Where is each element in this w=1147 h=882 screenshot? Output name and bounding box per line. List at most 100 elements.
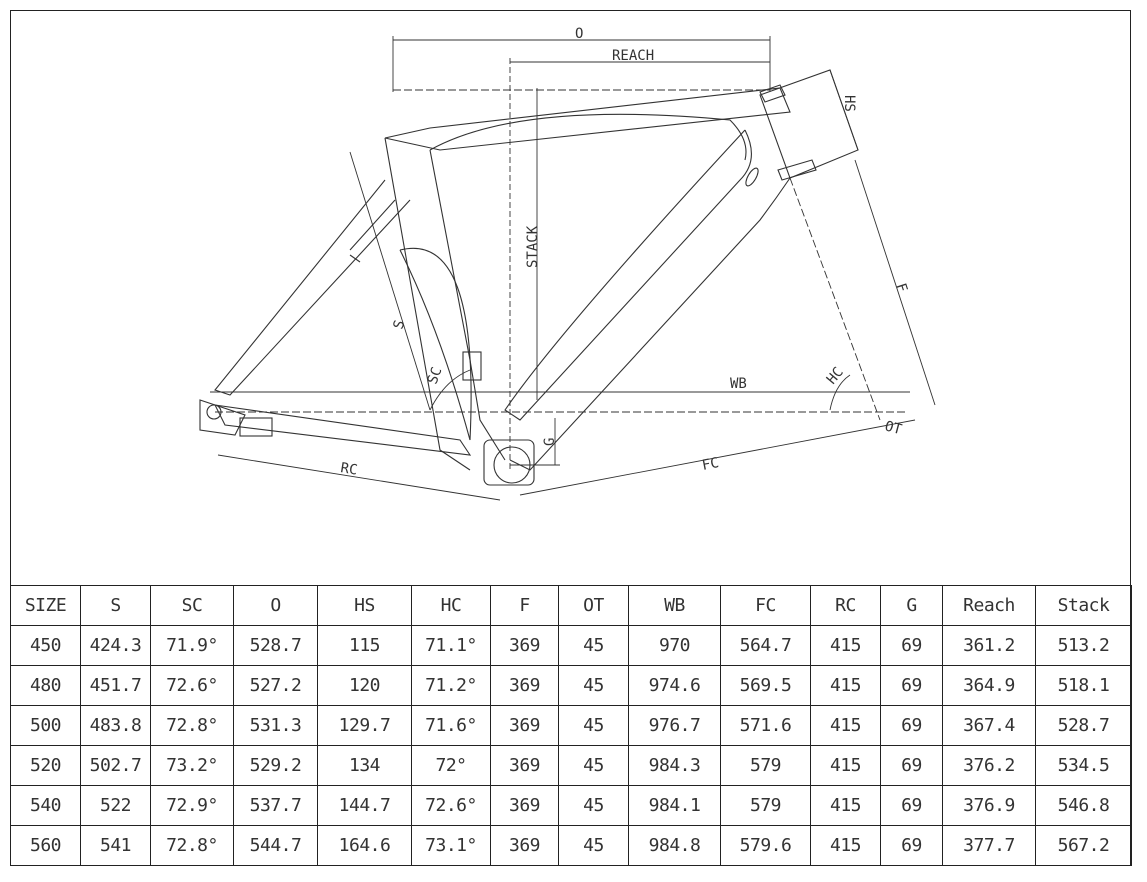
cell-reach: 376.2: [942, 745, 1036, 786]
cell-stack: 513.2: [1035, 625, 1132, 666]
cell-sc: 72.6°: [150, 665, 234, 706]
cell-fc: 569.5: [720, 665, 811, 706]
cell-hc: 72°: [411, 745, 491, 786]
cell-stack: 546.8: [1035, 785, 1132, 826]
cell-f: 369: [490, 665, 559, 706]
cell-size: 520: [10, 745, 81, 786]
label-wb: WB: [730, 376, 747, 392]
cell-g: 69: [880, 745, 943, 786]
cell-o: 531.3: [233, 705, 318, 746]
cell-f: 369: [490, 625, 559, 666]
cell-s: 483.8: [80, 705, 151, 746]
cell-g: 69: [880, 785, 943, 826]
cell-f: 369: [490, 785, 559, 826]
cell-wb: 984.3: [628, 745, 721, 786]
label-g: G: [542, 438, 558, 446]
cell-fc: 579: [720, 745, 811, 786]
column-header-s: S: [80, 585, 151, 626]
cell-g: 69: [880, 705, 943, 746]
cell-sc: 72.8°: [150, 825, 234, 866]
cell-fc: 571.6: [720, 705, 811, 746]
cell-rc: 415: [810, 785, 881, 826]
label-reach: REACH: [612, 48, 654, 64]
cell-f: 369: [490, 705, 559, 746]
column-header-o: O: [233, 585, 318, 626]
cell-o: 537.7: [233, 785, 318, 826]
column-header-wb: WB: [628, 585, 721, 626]
cell-stack: 518.1: [1035, 665, 1132, 706]
cell-reach: 377.7: [942, 825, 1036, 866]
cell-g: 69: [880, 625, 943, 666]
column-header-size: SIZE: [10, 585, 81, 626]
label-s: S: [391, 318, 409, 331]
dimension-lines: [210, 36, 936, 501]
column-header-ot: OT: [558, 585, 629, 626]
cell-stack: 567.2: [1035, 825, 1132, 866]
cell-hc: 72.6°: [411, 785, 491, 826]
cell-o: 527.2: [233, 665, 318, 706]
cell-s: 522: [80, 785, 151, 826]
column-header-fc: FC: [720, 585, 811, 626]
cell-ot: 45: [558, 745, 629, 786]
cell-wb: 970: [628, 625, 721, 666]
column-header-sc: SC: [150, 585, 234, 626]
cell-rc: 415: [810, 745, 881, 786]
cell-size: 450: [10, 625, 81, 666]
cell-sc: 72.8°: [150, 705, 234, 746]
dimension-labels: O REACH HS STACK F S SC WB HC G OT RC FC: [339, 26, 910, 479]
cell-rc: 415: [810, 625, 881, 666]
label-sc: SC: [425, 365, 446, 386]
cell-ot: 45: [558, 665, 629, 706]
cell-s: 451.7: [80, 665, 151, 706]
cell-hc: 71.6°: [411, 705, 491, 746]
cell-fc: 579.6: [720, 825, 811, 866]
cell-s: 502.7: [80, 745, 151, 786]
column-header-f: F: [490, 585, 559, 626]
cell-sc: 72.9°: [150, 785, 234, 826]
cell-hc: 71.2°: [411, 665, 491, 706]
cell-ot: 45: [558, 825, 629, 866]
cell-ot: 45: [558, 785, 629, 826]
cell-rc: 415: [810, 665, 881, 706]
cell-s: 541: [80, 825, 151, 866]
cell-hs: 164.6: [317, 825, 412, 866]
cell-hs: 144.7: [317, 785, 412, 826]
column-header-hs: HS: [317, 585, 412, 626]
cell-o: 544.7: [233, 825, 318, 866]
cell-reach: 364.9: [942, 665, 1036, 706]
frame-geometry-diagram: O REACH HS STACK F S SC WB HC G OT RC FC: [199, 26, 936, 501]
cell-f: 369: [490, 825, 559, 866]
cell-ot: 45: [558, 625, 629, 666]
cell-ot: 45: [558, 705, 629, 746]
cell-wb: 974.6: [628, 665, 721, 706]
cell-sc: 71.9°: [150, 625, 234, 666]
column-header-rc: RC: [810, 585, 881, 626]
label-hs: HS: [841, 95, 857, 112]
cell-wb: 976.7: [628, 705, 721, 746]
cell-o: 529.2: [233, 745, 318, 786]
cell-hs: 115: [317, 625, 412, 666]
column-header-hc: HC: [411, 585, 491, 626]
cell-hs: 120: [317, 665, 412, 706]
label-rc: RC: [339, 460, 358, 478]
cell-sc: 73.2°: [150, 745, 234, 786]
cell-hs: 134: [317, 745, 412, 786]
cell-g: 69: [880, 665, 943, 706]
cell-stack: 528.7: [1035, 705, 1132, 746]
drawing-sheet: [10, 10, 1131, 866]
column-header-g: G: [880, 585, 943, 626]
cell-rc: 415: [810, 705, 881, 746]
cell-g: 69: [880, 825, 943, 866]
label-o: O: [575, 26, 583, 42]
cell-o: 528.7: [233, 625, 318, 666]
cell-fc: 564.7: [720, 625, 811, 666]
bike-frame: [199, 69, 859, 486]
cell-f: 369: [490, 745, 559, 786]
